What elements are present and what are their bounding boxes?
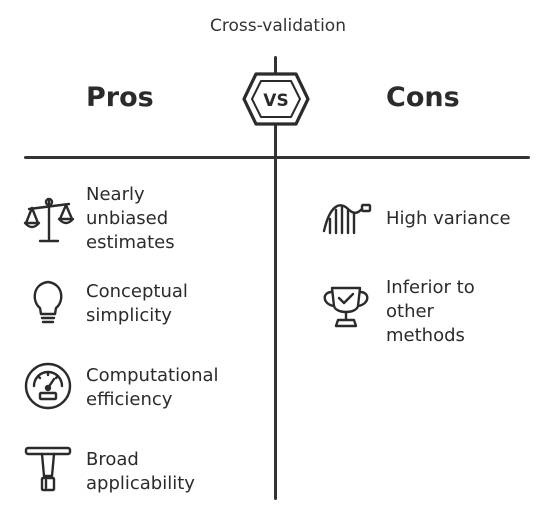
- speedometer-icon: [24, 362, 72, 410]
- cons-item-label: High variance: [386, 208, 511, 229]
- pros-item-label: Broad applicability: [86, 449, 195, 494]
- pros-item-label: Computational efficiency: [86, 365, 219, 410]
- balance-scale-icon: [23, 197, 75, 243]
- t-handle-tool-icon: [24, 446, 72, 492]
- pros-item-label: Conceptual simplicity: [86, 281, 188, 326]
- center-divider: [274, 56, 277, 500]
- roller-coaster-icon: [322, 203, 372, 235]
- header-divider: [24, 156, 530, 159]
- vs-label: VS: [263, 91, 288, 111]
- cons-item-label: Inferior to other methods: [386, 277, 475, 346]
- cons-heading: Cons: [386, 82, 460, 113]
- pros-item-label: Nearly unbiased estimates: [86, 184, 175, 253]
- vs-badge: VS: [242, 72, 310, 126]
- pros-heading: Pros: [86, 82, 154, 113]
- diagram-title: Cross-validation: [210, 16, 346, 36]
- lightbulb-icon: [33, 280, 63, 324]
- trophy-icon: [323, 286, 369, 328]
